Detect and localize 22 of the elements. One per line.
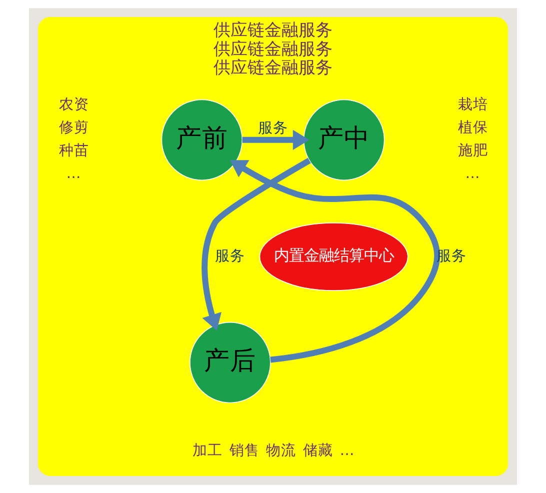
node-circle: 产后 [190,322,271,404]
label: … [66,165,81,182]
node-ellipse: 内置金融结算中心 [259,222,408,292]
label: 施肥 [458,142,488,159]
label: 加工 [192,442,223,460]
label: … [340,442,354,460]
label: 种苗 [58,142,89,159]
label: 销售 [229,442,260,460]
node-circle: 产中 [303,99,385,181]
edge-label: 服务 [258,120,288,137]
arrow [242,130,310,150]
edge-label: 服务 [214,247,245,264]
label: 修剪 [58,118,89,136]
arrow [230,160,440,363]
label: 物流 [266,442,296,460]
label: 栽培 [458,96,488,113]
node-circle: 产前 [161,99,243,181]
label: 农资 [58,96,89,113]
label: 储藏 [302,442,333,460]
label: … [465,165,480,182]
label: 植保 [458,118,488,136]
arrow [202,158,311,331]
